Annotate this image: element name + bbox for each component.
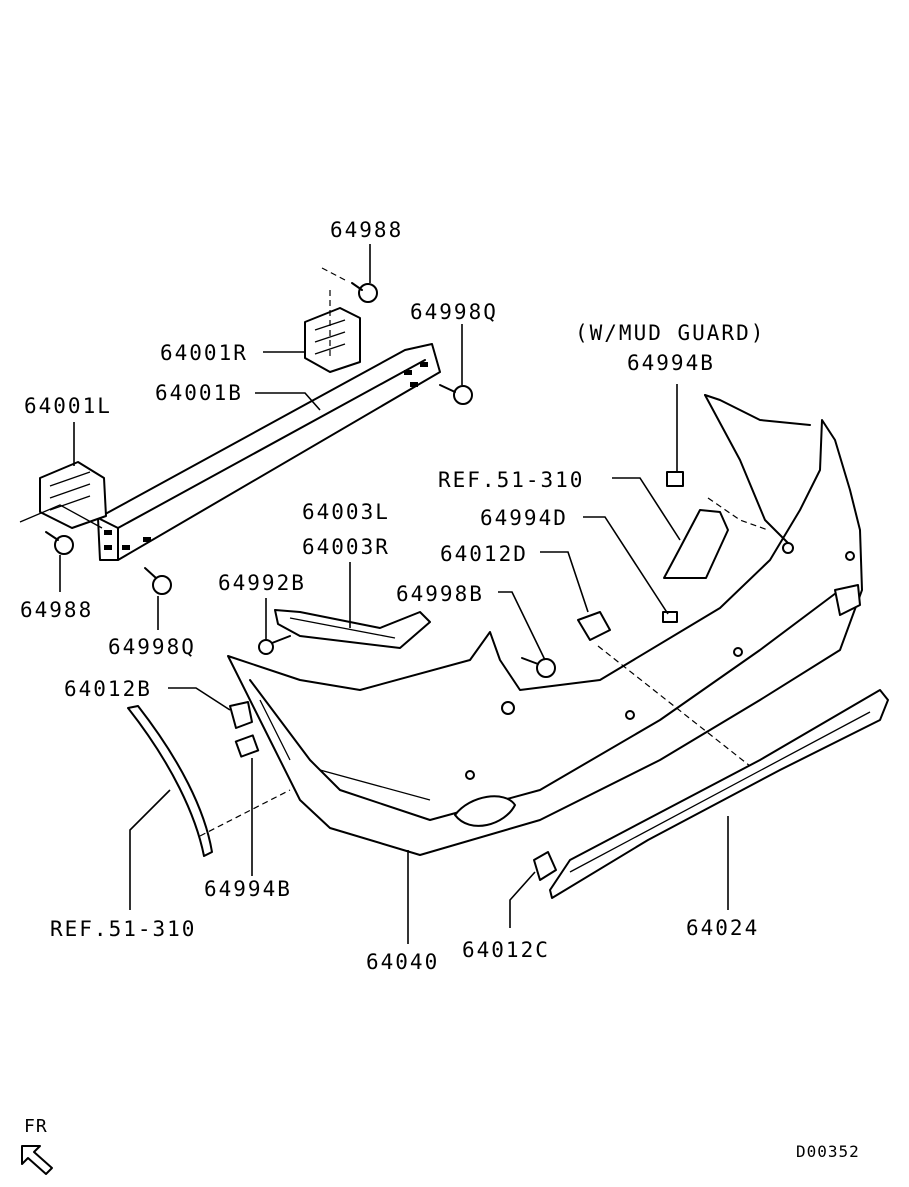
bolt-left-q [144, 567, 172, 595]
bracket-r [304, 267, 361, 373]
mud-guard [662, 471, 769, 623]
label-nut-b-bottom: 64994B [204, 877, 292, 901]
label-clip-c: 64012C [462, 938, 550, 962]
label-bracket-r: 64001R [160, 341, 248, 365]
front-arrow-icon [21, 1145, 53, 1175]
nut-b-bottom [234, 734, 260, 758]
label-nut-b-top: 64994B [627, 351, 715, 375]
rear-bumper-face [227, 394, 863, 856]
bolt-center [521, 657, 556, 678]
lower-bumper-cover [549, 689, 889, 899]
screw [258, 635, 291, 655]
label-bracket-l: 64001L [24, 394, 112, 418]
label-nut-d: 64994D [480, 506, 568, 530]
clip-d [577, 611, 751, 767]
bolt-top-right [439, 384, 473, 405]
label-clip-b: 64012B [64, 677, 152, 701]
bolt-left [45, 531, 74, 555]
label-diagram-code: D00352 [796, 1142, 860, 1161]
leader-lines [59, 244, 729, 944]
label-bolt-left: 64988 [20, 598, 94, 622]
clip-c [533, 851, 557, 881]
label-bumper: 64040 [366, 950, 440, 974]
label-ref-upper: REF.51-310 [438, 468, 585, 492]
label-bolt-left-q: 64998Q [108, 635, 196, 659]
bracket-l [19, 461, 107, 529]
label-clip-d: 64012D [440, 542, 528, 566]
bolt-top [351, 282, 378, 303]
label-bolt-center: 64998B [396, 582, 484, 606]
label-retainer-l: 64003L [302, 500, 390, 524]
label-lower-cover: 64024 [686, 916, 760, 940]
wheel-arch-trim [127, 705, 291, 857]
label-bolt-top: 64988 [330, 218, 404, 242]
retainer [274, 609, 431, 649]
clip-b [229, 701, 253, 729]
label-reinforcement: 64001B [155, 381, 243, 405]
bumper-reinforcement-beam [97, 343, 441, 561]
label-ref-lower: REF.51-310 [50, 917, 197, 941]
label-mud-guard-note: (W/MUD GUARD) [575, 321, 766, 345]
label-retainer-r: 64003R [302, 535, 390, 559]
label-screw: 64992B [218, 571, 306, 595]
label-bolt-top-right: 64998Q [410, 300, 498, 324]
label-front-indicator: FR [24, 1116, 48, 1137]
